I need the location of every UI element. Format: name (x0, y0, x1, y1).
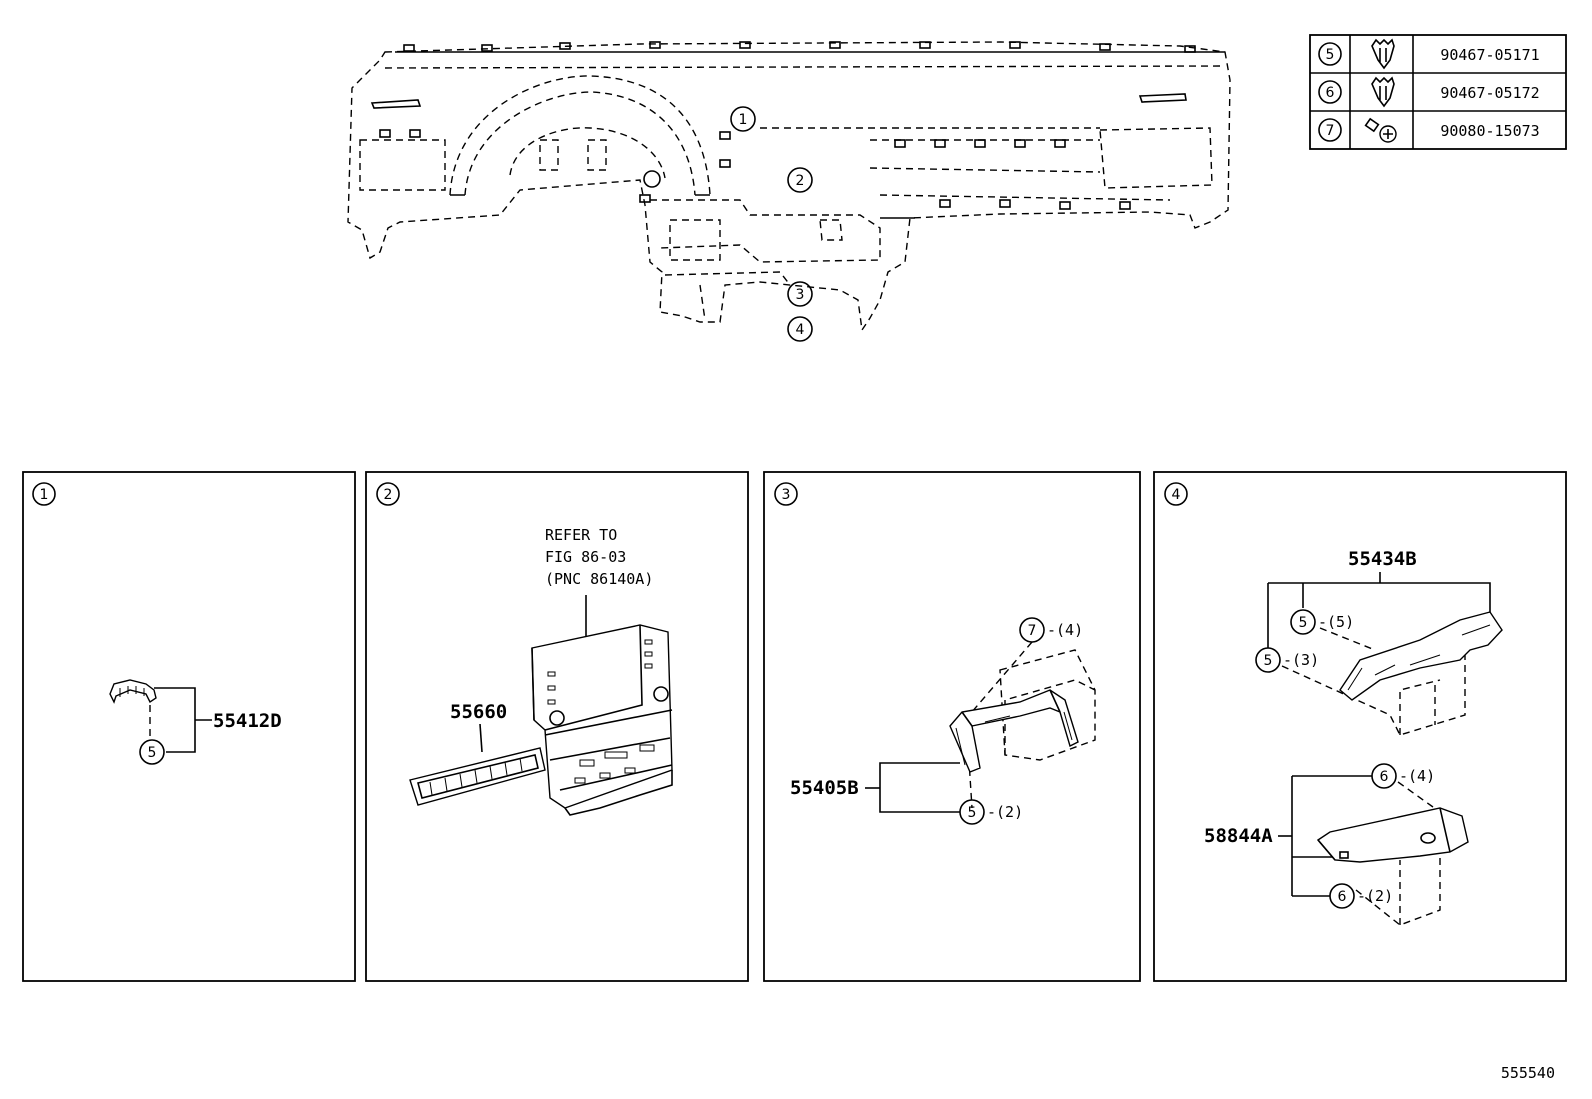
svg-text:4: 4 (796, 322, 805, 338)
parts-table-row: 6 90467-05172 (1318, 76, 1540, 108)
refer-note-line2: FIG 86-03 (545, 548, 626, 566)
svg-text:1: 1 (739, 112, 748, 128)
clip-callout: 5 (1264, 653, 1273, 669)
vent-55660 (409, 747, 546, 806)
overview-callout-4: 4 (787, 316, 813, 342)
detail-panel-1: 1 55412D 5 (22, 471, 356, 982)
refer-note-line3: (PNC 86140A) (545, 570, 653, 588)
svg-text:2: 2 (796, 173, 805, 189)
detail-panel-2: 2 REFER TO FIG 86-03 (PNC 86140A) (365, 471, 749, 982)
clip-callout: 6 (1338, 889, 1347, 905)
bracket-55412d (109, 679, 157, 704)
part-label-55660: 55660 (450, 701, 507, 723)
parts-table-row: 7 90080-15073 (1318, 117, 1540, 143)
bracket-55405b (949, 689, 1079, 773)
clip-callout: 6 (1380, 769, 1389, 785)
clip-callout: 5 (1299, 615, 1308, 631)
screw-icon (1364, 117, 1397, 143)
screw-callout: 7 (1028, 623, 1037, 639)
part-label-58844a: 58844A (1204, 825, 1273, 847)
detail-panel-3: 3 7 -(4) 55405B 5 -(2) (763, 471, 1141, 982)
clip-qty: -(3) (1283, 651, 1319, 669)
svg-text:4: 4 (1172, 487, 1181, 503)
clip-qty: -(2) (987, 803, 1023, 821)
refer-note-line1: REFER TO (545, 526, 617, 544)
part-label-55405b: 55405B (790, 777, 859, 799)
clip-icon (1371, 38, 1395, 70)
clip-icon (1371, 76, 1395, 108)
figure-id: 555540 (1501, 1064, 1555, 1082)
instrument-panel-overview (347, 41, 1231, 332)
bracket-55434b (1339, 611, 1503, 701)
svg-text:2: 2 (384, 487, 393, 503)
overview-callout-2: 2 (787, 167, 813, 193)
svg-text:90467-05171: 90467-05171 (1440, 46, 1539, 64)
screw-qty: -(4) (1047, 621, 1083, 639)
center-audio-unit (531, 624, 673, 816)
bracket-58844a (1316, 807, 1469, 863)
parts-table-row: 5 90467-05171 (1318, 38, 1540, 70)
svg-text:5: 5 (1326, 47, 1335, 63)
part-label-55434b: 55434B (1348, 548, 1417, 570)
svg-text:6: 6 (1326, 85, 1335, 101)
clip-qty: -(5) (1318, 613, 1354, 631)
overview-callout-1: 1 (730, 106, 756, 132)
clip-callout: 5 (968, 805, 977, 821)
detail-panel-4: 4 55434B 5 -(5) 5 -(3) 58844A 6 -(4) (1153, 471, 1567, 982)
clip-callout: 5 (148, 745, 157, 761)
svg-text:3: 3 (782, 487, 791, 503)
svg-text:1: 1 (40, 487, 49, 503)
part-label-55412d: 55412D (213, 710, 282, 732)
overview-callout-3: 3 (787, 281, 813, 307)
clip-qty: -(4) (1399, 767, 1435, 785)
svg-text:90080-15073: 90080-15073 (1440, 122, 1539, 140)
svg-text:7: 7 (1326, 123, 1335, 139)
svg-text:3: 3 (796, 287, 805, 303)
parts-table: 5 90467-05171 6 90467-05172 7 90080-1507… (1309, 34, 1567, 150)
clip-qty: -(2) (1357, 887, 1393, 905)
svg-text:90467-05172: 90467-05172 (1440, 84, 1539, 102)
